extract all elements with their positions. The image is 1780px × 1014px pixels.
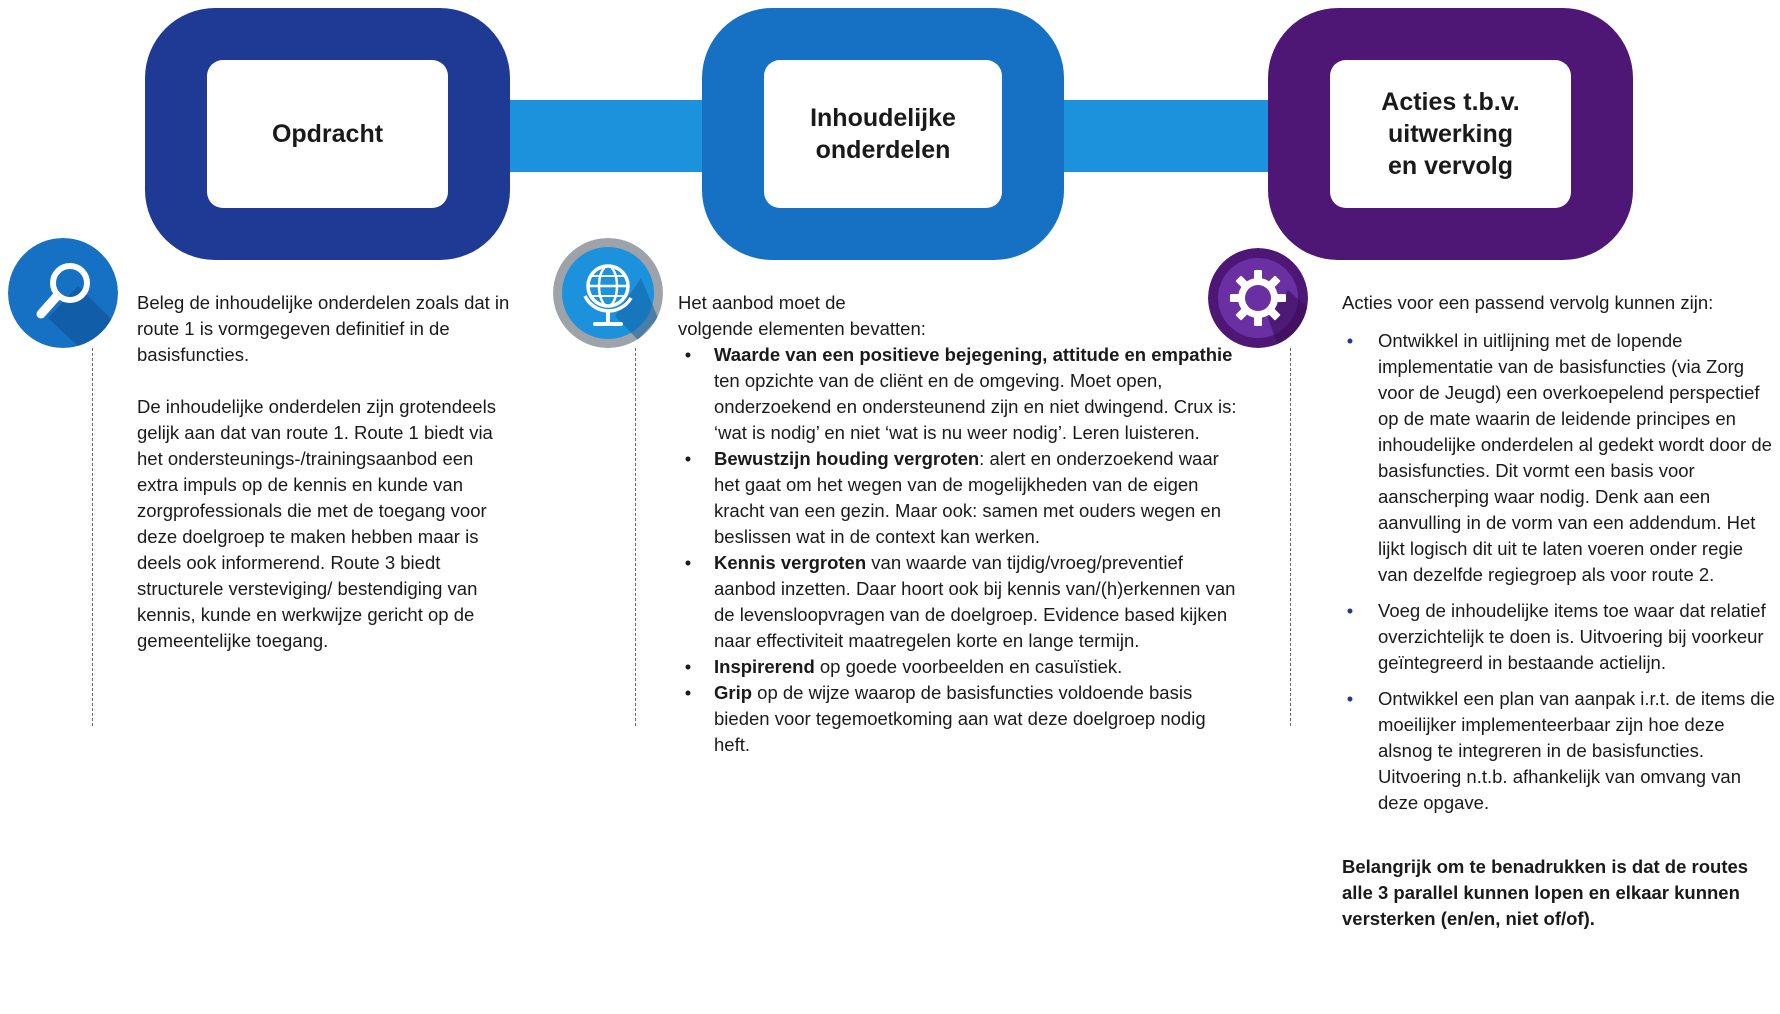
col2-bullet-list: • Waarde van een positieve bejegening, at… <box>678 342 1243 758</box>
dashed-guide-1 <box>92 348 93 726</box>
list-item-text: op de wijze waarop de basisfuncties vold… <box>714 682 1206 755</box>
step-title-opdracht: Opdracht <box>207 60 448 208</box>
list-item-text: Voeg de inhoudelijke items toe waar dat … <box>1378 600 1766 673</box>
bullet-marker: • <box>684 656 692 677</box>
step-frame-acties: Acties t.b.v. uitwerking en vervolg <box>1268 8 1633 260</box>
list-item-text: : alert en onderzoekend waar het gaat om… <box>714 448 1221 547</box>
list-item: • Ontwikkel een plan van aanpak i.r.t. de… <box>1342 686 1777 816</box>
list-item-text: Ontwikkel een plan van aanpak i.r.t. de … <box>1378 688 1775 813</box>
list-item-text: van waarde van tijdig/vroeg/preventief a… <box>714 552 1236 651</box>
step-frame-inhoudelijke-onderdelen: Inhoudelijke onderdelen <box>702 8 1064 260</box>
dashed-guide-3 <box>1290 348 1291 726</box>
list-item-bold: Grip <box>714 682 753 703</box>
step-title-inhoudelijke-onderdelen: Inhoudelijke onderdelen <box>764 60 1002 208</box>
list-item: • Grip op de wijze waarop de basisfunctie… <box>678 680 1243 758</box>
col1-paragraph-1: Beleg de inhoudelijke onderdelen zoals d… <box>137 292 510 365</box>
list-item-bold: Kennis vergroten <box>714 552 867 573</box>
bullet-marker: • <box>1346 688 1354 709</box>
column-opdracht: Beleg de inhoudelijke onderdelen zoals d… <box>137 290 517 654</box>
step-frame-opdracht: Opdracht <box>145 8 510 260</box>
bullet-marker: • <box>1346 330 1354 351</box>
col3-bullet-list: • Ontwikkel in uitlijning met de lopende … <box>1342 328 1777 816</box>
step-title-acties: Acties t.b.v. uitwerking en vervolg <box>1330 60 1571 208</box>
list-item: • Voeg de inhoudelijke items toe waar dat… <box>1342 598 1777 676</box>
list-item-bold: Inspirerend <box>714 656 815 677</box>
col2-intro-line-1: Het aanbod moet de <box>678 292 846 313</box>
bullet-marker: • <box>1346 600 1354 621</box>
col3-intro: Acties voor een passend vervolg kunnen z… <box>1342 292 1714 313</box>
globe-icon <box>553 238 663 348</box>
list-item-text: Ontwikkel in uitlijning met de lopende i… <box>1378 330 1772 585</box>
list-item-text: op goede voorbeelden en casuïstiek. <box>814 656 1123 677</box>
magnifier-icon <box>8 238 118 348</box>
list-item: • Ontwikkel in uitlijning met de lopende … <box>1342 328 1777 588</box>
list-item-bold: Waarde van een positieve bejegening, att… <box>714 344 1233 365</box>
col1-paragraph-2: De inhoudelijke onderdelen zijn grotende… <box>137 396 496 651</box>
dashed-guide-2 <box>635 348 636 726</box>
list-item: • Waarde van een positieve bejegening, at… <box>678 342 1243 446</box>
col3-note: Belangrijk om te benadrukken is dat de r… <box>1342 856 1749 929</box>
gear-icon <box>1208 248 1308 348</box>
list-item: • Kennis vergroten van waarde van tijdig/… <box>678 550 1243 654</box>
column-acties: Acties voor een passend vervolg kunnen z… <box>1342 290 1777 932</box>
list-item: • Inspirerend op goede voorbeelden en cas… <box>678 654 1243 680</box>
list-item: • Bewustzijn houding vergroten: alert en … <box>678 446 1243 550</box>
list-item-bold: Bewustzijn houding vergroten <box>714 448 980 469</box>
bullet-marker: • <box>684 552 692 573</box>
col2-intro-line-2: volgende elementen bevatten: <box>678 318 926 339</box>
bullet-marker: • <box>684 344 692 365</box>
list-item-text: ten opzichte van de cliënt en de omgevin… <box>714 370 1237 443</box>
column-inhoudelijke-onderdelen: Het aanbod moet de volgende elementen be… <box>678 290 1243 758</box>
bullet-marker: • <box>684 682 692 703</box>
bullet-marker: • <box>684 448 692 469</box>
